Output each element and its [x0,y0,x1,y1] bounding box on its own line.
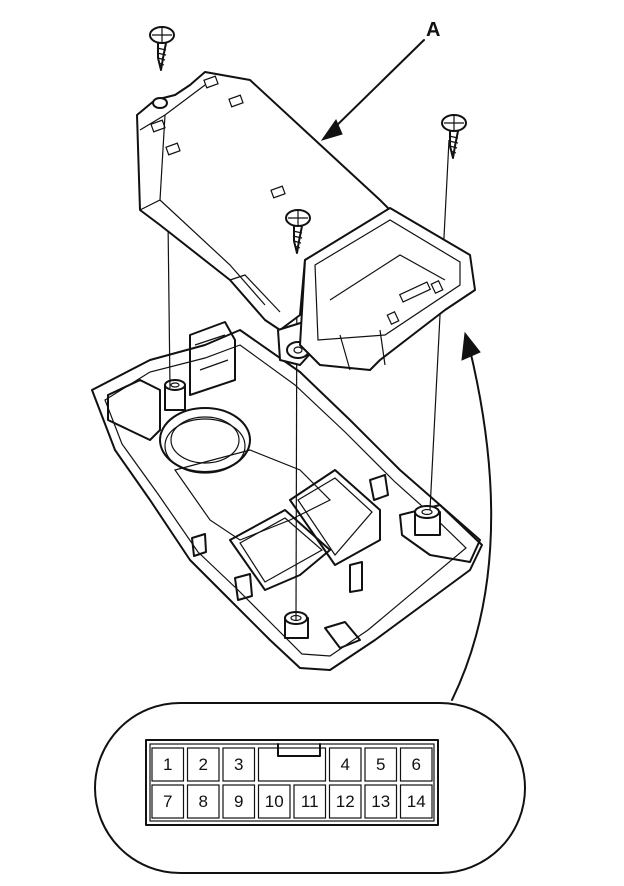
pin-cell [364,747,398,782]
pin-cell [151,747,185,782]
pin-number: 13 [371,792,390,811]
screw-center [285,209,311,254]
console-housing [91,321,483,671]
pin-number: 1 [163,755,172,774]
pin-cell [151,784,185,819]
pin-cell [364,784,398,819]
mounting-boss-right [414,505,441,536]
pin-cell [257,747,327,782]
pin-cell [399,747,433,782]
mounting-boss-left [164,379,186,411]
pin-cell [222,784,256,819]
pin-number: 9 [234,792,243,811]
pin-cell [257,784,291,819]
pin-cell [293,784,327,819]
pin-cell [186,784,220,819]
callout-a: A [320,19,440,141]
pin-number: 14 [407,792,426,811]
pin-cell [328,784,362,819]
pin-cell [186,747,220,782]
pin-number: 4 [341,755,350,774]
screw-left [149,26,175,109]
pin-cell [399,784,433,819]
mounting-boss-front [284,611,309,639]
switch-module [136,71,476,371]
pin-number: 3 [234,755,243,774]
pin-number: 7 [163,792,172,811]
pin-number: 10 [265,792,284,811]
pin-number: 2 [199,755,208,774]
callout-label: A [426,19,440,41]
pin-number: 11 [301,792,319,811]
pin-number: 12 [336,792,355,811]
pin-number: 8 [199,792,208,811]
screw-right [441,114,467,159]
connector-view-arrow [451,331,493,701]
pin-cell [328,747,362,782]
pin-number: 6 [412,755,421,774]
pin-cell [222,747,256,782]
pin-number: 5 [376,755,385,774]
